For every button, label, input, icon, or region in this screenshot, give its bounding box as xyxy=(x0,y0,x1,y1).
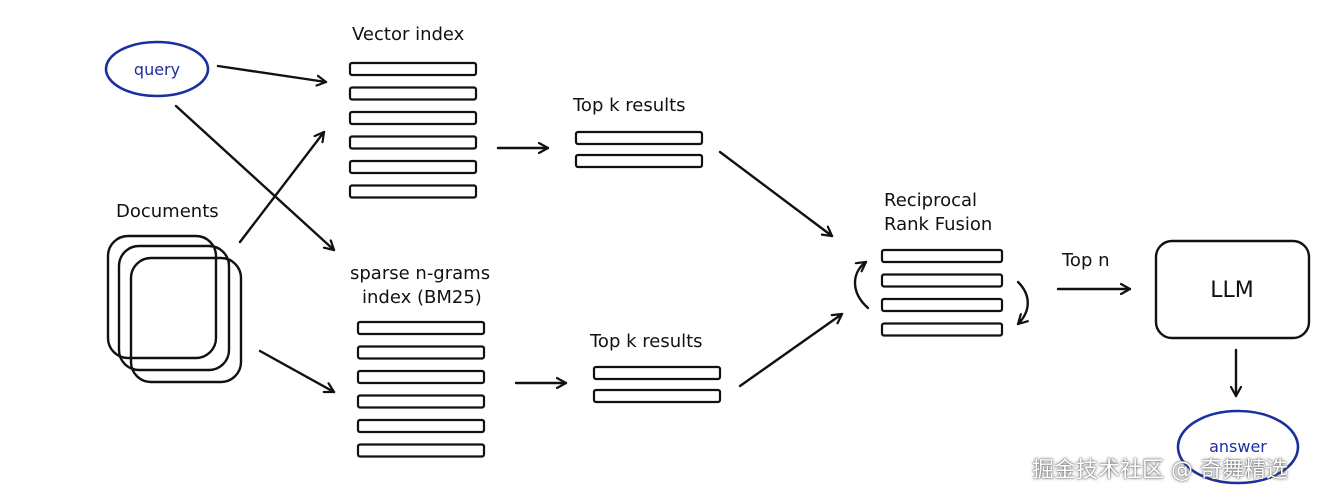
arrow-query-to-sparse xyxy=(174,104,336,252)
sparse-index-row xyxy=(356,418,486,434)
arrow-topk-bottom-to-rrf xyxy=(738,312,844,388)
rrf-stack xyxy=(880,248,1004,337)
topk-bottom-label: Top k results xyxy=(589,331,703,352)
documents-node: Documents xyxy=(106,201,243,384)
rrf-row xyxy=(880,273,1004,288)
document-page-front xyxy=(129,256,243,384)
query-ellipse xyxy=(104,40,210,98)
vector-index-stack xyxy=(348,61,478,199)
vector-index-label: Vector index xyxy=(352,24,465,45)
query-node: query xyxy=(104,40,210,98)
sparse-index-row xyxy=(356,443,486,458)
llm-label: LLM xyxy=(1210,278,1254,303)
answer-label: answer xyxy=(1209,437,1267,456)
topk-top-label: Top k results xyxy=(572,95,686,116)
topk-top-row xyxy=(574,130,704,146)
arrow-query-to-vector xyxy=(216,64,328,82)
rrf-label-line1: Reciprocal xyxy=(884,190,977,211)
arrow-documents-to-vector xyxy=(238,130,326,244)
sparse-index-row xyxy=(356,320,486,336)
rerank-arrow-down xyxy=(1016,280,1028,326)
vector-index-row xyxy=(348,110,478,126)
query-label: query xyxy=(134,60,180,79)
answer-ellipse xyxy=(1176,409,1300,485)
sparse-index-label-line2: index (BM25) xyxy=(362,287,482,308)
sparse-index-row xyxy=(356,369,486,385)
watermark-text: 掘金技术社区 @ 奇舞精选 xyxy=(1032,458,1288,483)
top-n-label: Top n xyxy=(1061,250,1110,271)
rrf-row xyxy=(880,322,1004,337)
vector-index-row xyxy=(348,61,478,77)
arrow-documents-to-sparse xyxy=(258,349,336,394)
sparse-index-row xyxy=(356,394,486,409)
vector-index-row xyxy=(348,86,478,101)
vector-index-row xyxy=(348,184,478,199)
document-page-middle xyxy=(117,244,231,372)
arrow-topk-top-to-rrf xyxy=(718,150,834,238)
document-page-back xyxy=(106,234,218,360)
sparse-index-label-line1: sparse n-grams xyxy=(350,263,490,284)
rrf-row xyxy=(880,297,1004,313)
vector-index-row xyxy=(348,135,478,150)
topk-top-stack xyxy=(574,130,704,169)
llm-box xyxy=(1154,239,1311,340)
sparse-index-row xyxy=(356,345,486,360)
rrf-label-line2: Rank Fusion xyxy=(884,214,992,235)
topk-bottom-row xyxy=(592,388,722,404)
documents-label: Documents xyxy=(116,201,219,222)
topk-bottom-row xyxy=(592,365,722,381)
answer-node: answer xyxy=(1176,409,1300,485)
rrf-row xyxy=(880,248,1004,264)
rerank-arrow-up xyxy=(853,260,870,310)
sparse-index-stack xyxy=(356,320,486,458)
topk-top-row xyxy=(574,153,704,169)
topk-bottom-stack xyxy=(592,365,722,404)
vector-index-row xyxy=(348,159,478,175)
flow-arrows xyxy=(174,64,1236,398)
